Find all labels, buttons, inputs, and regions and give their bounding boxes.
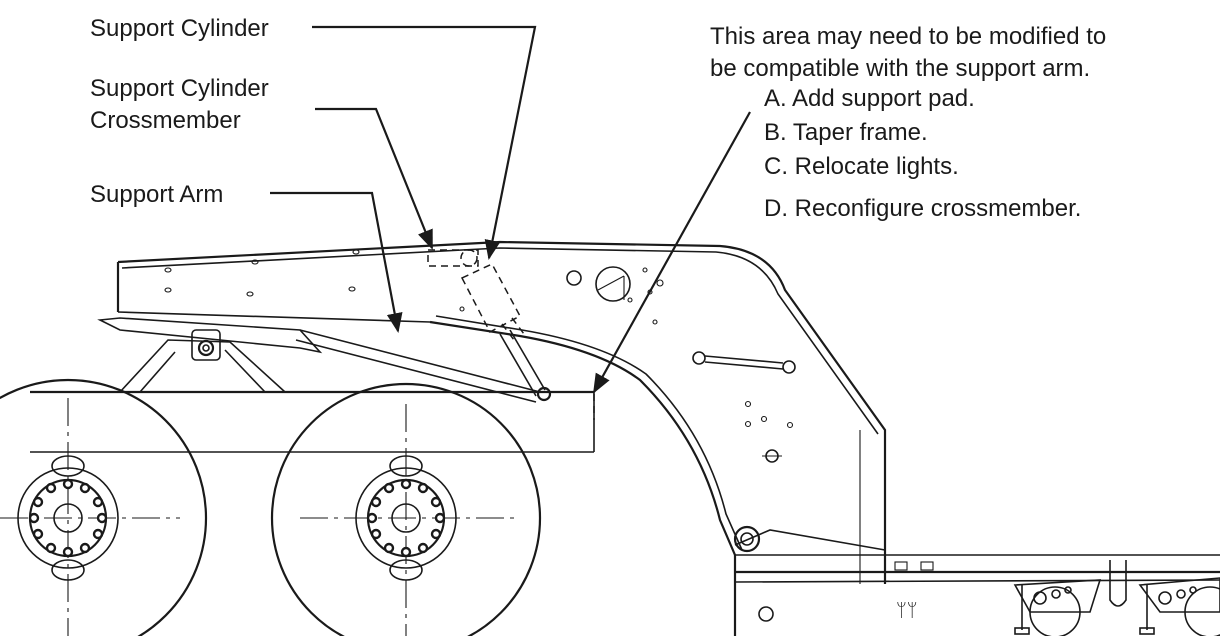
leader-modify-area [593,111,751,394]
note-item-d: D. Reconfigure crossmember. [764,195,1081,222]
note-line-2: be compatible with the support arm. [710,55,1090,82]
label-support-arm: Support Arm [90,181,223,208]
leader-lines [270,25,751,394]
label-support-cylinder-crossmember-2: Crossmember [90,107,241,134]
label-support-cylinder: Support Cylinder [90,15,269,42]
leader-support-cylinder [312,25,537,260]
wheel-right [270,382,542,636]
note-item-c: C. Relocate lights. [764,153,959,180]
note-item-a: A. Add support pad. [764,85,975,112]
wheel-left [0,378,208,636]
support-cylinder-hidden [427,249,595,420]
svg-text:ᛘᛘ: ᛘᛘ [896,600,918,620]
lower-deck: ᛘᛘ [733,554,1220,636]
leader-support-cylinder-crossmember [315,107,434,250]
note-line-1: This area may need to be modified to [710,23,1106,50]
label-support-cylinder-crossmember-1: Support Cylinder [90,75,269,102]
note-item-b: B. Taper frame. [764,119,928,146]
leader-support-arm [270,191,403,333]
gooseneck-frame [97,240,887,584]
